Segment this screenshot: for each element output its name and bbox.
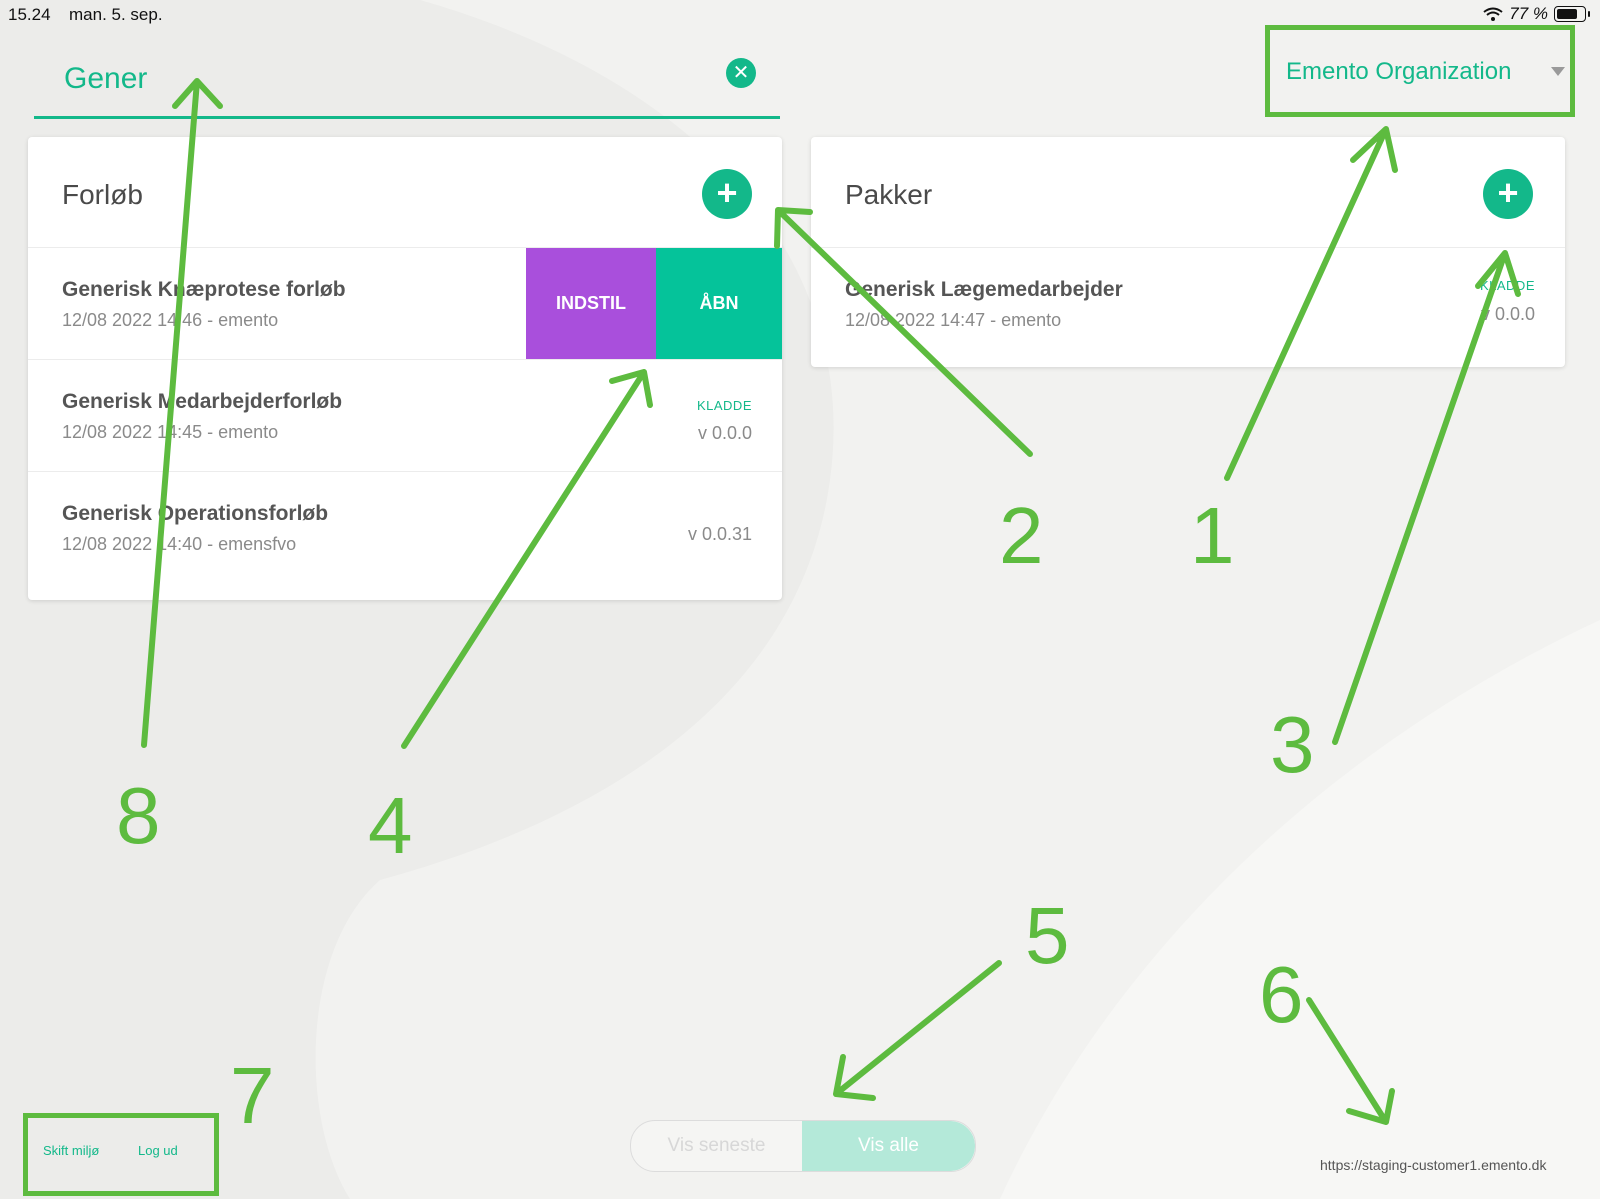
annotation-label-7: 7 bbox=[230, 1051, 275, 1140]
show-latest-button[interactable]: Vis seneste bbox=[667, 1135, 766, 1156]
battery-percent: 77 % bbox=[1509, 4, 1548, 23]
annotation-label-3: 3 bbox=[1270, 700, 1315, 789]
list-item-title: Generisk Medarbejderforløb bbox=[62, 390, 343, 413]
status-badge: KLADDE bbox=[696, 398, 752, 413]
wifi-icon bbox=[1483, 7, 1503, 21]
switch-environment-link[interactable]: Skift miljø bbox=[43, 1143, 100, 1158]
list-item[interactable]: Generisk Lægemedarbejder 12/08 2022 14:4… bbox=[811, 248, 1565, 359]
show-all-button[interactable]: Vis alle bbox=[802, 1121, 975, 1171]
add-forlob-button[interactable]: + bbox=[702, 169, 752, 219]
list-item[interactable]: Generisk Medarbejderforløb 12/08 2022 14… bbox=[28, 360, 782, 472]
environment-url: https://staging-customer1.emento.dk bbox=[1320, 1157, 1547, 1173]
status-time: 15.24 bbox=[8, 5, 51, 24]
logout-link[interactable]: Log ud bbox=[138, 1143, 178, 1158]
plus-icon: + bbox=[716, 172, 738, 213]
organization-select[interactable]: Emento Organization bbox=[1268, 50, 1578, 110]
annotation-label-4: 4 bbox=[368, 781, 413, 870]
battery-icon bbox=[1554, 6, 1590, 22]
annotation-label-8: 8 bbox=[116, 771, 161, 860]
close-circle-icon[interactable]: ✕ bbox=[726, 58, 756, 88]
search-input[interactable] bbox=[62, 54, 706, 104]
forlob-card-header: Forløb + bbox=[28, 137, 782, 248]
list-item-title: Generisk Knæprotese forløb bbox=[62, 278, 346, 301]
status-bar: 15.24 man. 5. sep. 77 % bbox=[0, 0, 1600, 28]
add-pakke-button[interactable]: + bbox=[1483, 169, 1533, 219]
version-label: v 0.0.0 bbox=[1480, 304, 1535, 324]
annotation-box-organization bbox=[1265, 25, 1575, 117]
pakker-title: Pakker bbox=[845, 179, 933, 210]
search-bar: ✕ bbox=[34, 48, 780, 119]
status-right: 77 % bbox=[1483, 4, 1590, 24]
list-item-meta: 12/08 2022 14:40 - emensfvo bbox=[62, 534, 297, 554]
status-date: man. 5. sep. bbox=[69, 5, 163, 24]
annotation-label-1: 1 bbox=[1190, 491, 1235, 580]
status-badge: KLADDE bbox=[1479, 278, 1535, 293]
annotation-box-footer bbox=[23, 1113, 219, 1196]
indstil-button[interactable]: INDSTIL bbox=[526, 248, 656, 359]
version-label: v 0.0.0 bbox=[697, 423, 752, 443]
pakker-card-header: Pakker + bbox=[811, 137, 1565, 248]
forlob-title: Forløb bbox=[62, 179, 143, 210]
annotation-label-5: 5 bbox=[1025, 891, 1070, 980]
version-label: v 0.0.31 bbox=[687, 524, 752, 544]
annotation-label-2: 2 bbox=[999, 491, 1044, 580]
list-item-title: Generisk Operationsforløb bbox=[62, 502, 329, 525]
forlob-card: Forløb + Generisk Knæprotese forløb 12/0… bbox=[28, 137, 782, 600]
open-button[interactable]: ÅBN bbox=[656, 248, 782, 359]
list-item[interactable]: Generisk Knæprotese forløb 12/08 2022 14… bbox=[28, 248, 782, 360]
annotation-label-6: 6 bbox=[1259, 950, 1304, 1039]
view-toggle: Vis seneste Vis alle bbox=[630, 1120, 976, 1172]
pakker-card: Pakker + Generisk Lægemedarbejder 12/08 … bbox=[811, 137, 1565, 367]
list-item-meta: 12/08 2022 14:46 - emento bbox=[62, 310, 279, 330]
list-item-meta: 12/08 2022 14:47 - emento bbox=[845, 310, 1062, 330]
list-item-meta: 12/08 2022 14:45 - emento bbox=[62, 422, 279, 442]
list-item-title: Generisk Lægemedarbejder bbox=[845, 278, 1123, 301]
organization-name: Emento Organization bbox=[1286, 58, 1512, 85]
plus-icon: + bbox=[1497, 172, 1519, 213]
list-item[interactable]: Generisk Operationsforløb 12/08 2022 14:… bbox=[28, 472, 782, 583]
caret-down-icon bbox=[1551, 67, 1565, 76]
